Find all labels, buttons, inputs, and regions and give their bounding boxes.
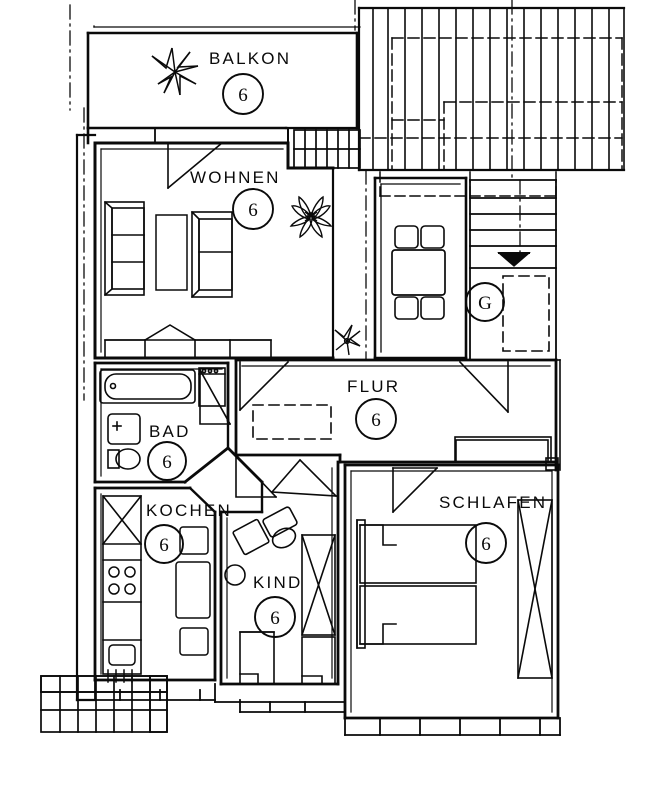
room-label-flur: FLUR — [347, 377, 400, 396]
wohnen-armchair — [190, 210, 233, 299]
schlafen-ledge — [455, 439, 549, 463]
badge-circle — [232, 188, 274, 230]
kitchen-counter — [101, 494, 143, 675]
kind-door-swings — [234, 453, 338, 499]
room-label-schlafen-text: SCHLAFEN — [439, 493, 547, 512]
terrace-edge-lines — [357, 6, 626, 172]
schlafen-beds — [356, 519, 477, 649]
bad-walls — [93, 361, 230, 484]
badge-value: 6 — [481, 534, 491, 555]
kitchen-table-set — [175, 526, 211, 656]
room-badge-bad: 6 — [147, 441, 187, 481]
wohnen-sofa — [103, 200, 145, 297]
stair-marker-g: G — [465, 282, 505, 322]
room-label-bad-text: BAD — [149, 422, 191, 441]
room-label-balkon: BALKON — [209, 49, 291, 68]
room-label-wohnen-text: WOHNEN — [190, 168, 281, 187]
g-label: G — [478, 293, 492, 314]
room-badge-kochen: 6 — [144, 524, 184, 564]
schlafen-door-swing — [391, 466, 439, 514]
washbasin — [107, 413, 141, 445]
room-label-kochen: KOCHEN — [146, 501, 232, 520]
room-label-bad: BAD — [149, 422, 191, 441]
badge-circle — [222, 73, 264, 115]
badge-circle — [144, 524, 184, 564]
dining-nook-walls — [373, 176, 468, 360]
kind-wardrobe — [300, 533, 337, 685]
badge-value: 6 — [371, 410, 381, 431]
balkon-outline — [86, 25, 361, 130]
wohnen-balcony-door — [166, 141, 224, 190]
room-badge-schlafen: 6 — [465, 522, 507, 564]
section-line-group — [69, 0, 521, 401]
potted-plant-icon-flur — [334, 324, 361, 356]
wohnen-sideboard — [104, 324, 272, 359]
dining-table — [391, 249, 446, 296]
room-label-wohnen: WOHNEN — [190, 168, 281, 187]
stove-four-burner — [108, 566, 136, 595]
left-outer-wall — [75, 133, 97, 702]
flur-closet-dashed — [252, 404, 332, 440]
kochen-walls — [93, 486, 217, 682]
schlafen-window-nib — [545, 457, 559, 471]
foundation-bottom — [94, 679, 561, 736]
room-label-kochen-text: KOCHEN — [146, 501, 232, 520]
schlafen-wardrobe — [517, 499, 553, 679]
kind-bed — [239, 631, 275, 685]
room-badge-wohnen: 6 — [232, 188, 274, 230]
room-label-schlafen: SCHLAFEN — [439, 493, 547, 512]
flur-walls — [234, 358, 558, 472]
bad-door-swing — [198, 368, 232, 426]
badge-circle — [355, 398, 397, 440]
bathtub — [99, 369, 196, 404]
room-badge-flur: 6 — [355, 398, 397, 440]
badge-value: 6 — [248, 200, 258, 221]
g-circle — [465, 282, 505, 322]
kind-desk — [232, 506, 298, 556]
washing-machine — [198, 367, 226, 407]
kind-desk-chair — [271, 527, 297, 549]
dining-chairs — [394, 225, 445, 320]
flur-door-swings — [238, 360, 510, 414]
badge-value: 6 — [162, 452, 172, 473]
badge-value: 6 — [270, 608, 280, 629]
room-badge-kind: 6 — [254, 596, 296, 638]
right-wall-accents — [555, 359, 561, 471]
room-label-flur-text: FLUR — [347, 377, 400, 396]
potted-plant-icon-wohnen — [289, 195, 333, 239]
room-label-kind-text: KIND — [253, 573, 302, 592]
terrace-hatch-group — [358, 7, 625, 171]
wohnen-coffee-table — [155, 214, 188, 291]
badge-circle — [147, 441, 187, 481]
terrace-inner-dashed — [358, 37, 623, 171]
toilet — [107, 448, 141, 470]
stair-direction-arrow-icon — [497, 252, 531, 267]
kind-lamp-icon — [224, 564, 246, 586]
potted-plant-icon-balkon — [151, 47, 199, 96]
badge-value: 6 — [159, 535, 169, 556]
stairwell-landing-dashed — [502, 275, 550, 352]
badge-circle — [465, 522, 507, 564]
room-label-kind: KIND — [253, 573, 302, 592]
room-badge-balkon: 6 — [222, 73, 264, 115]
room-label-balkon-text: BALKON — [209, 49, 291, 68]
badge-circle — [254, 596, 296, 638]
badge-value: 6 — [238, 85, 248, 106]
